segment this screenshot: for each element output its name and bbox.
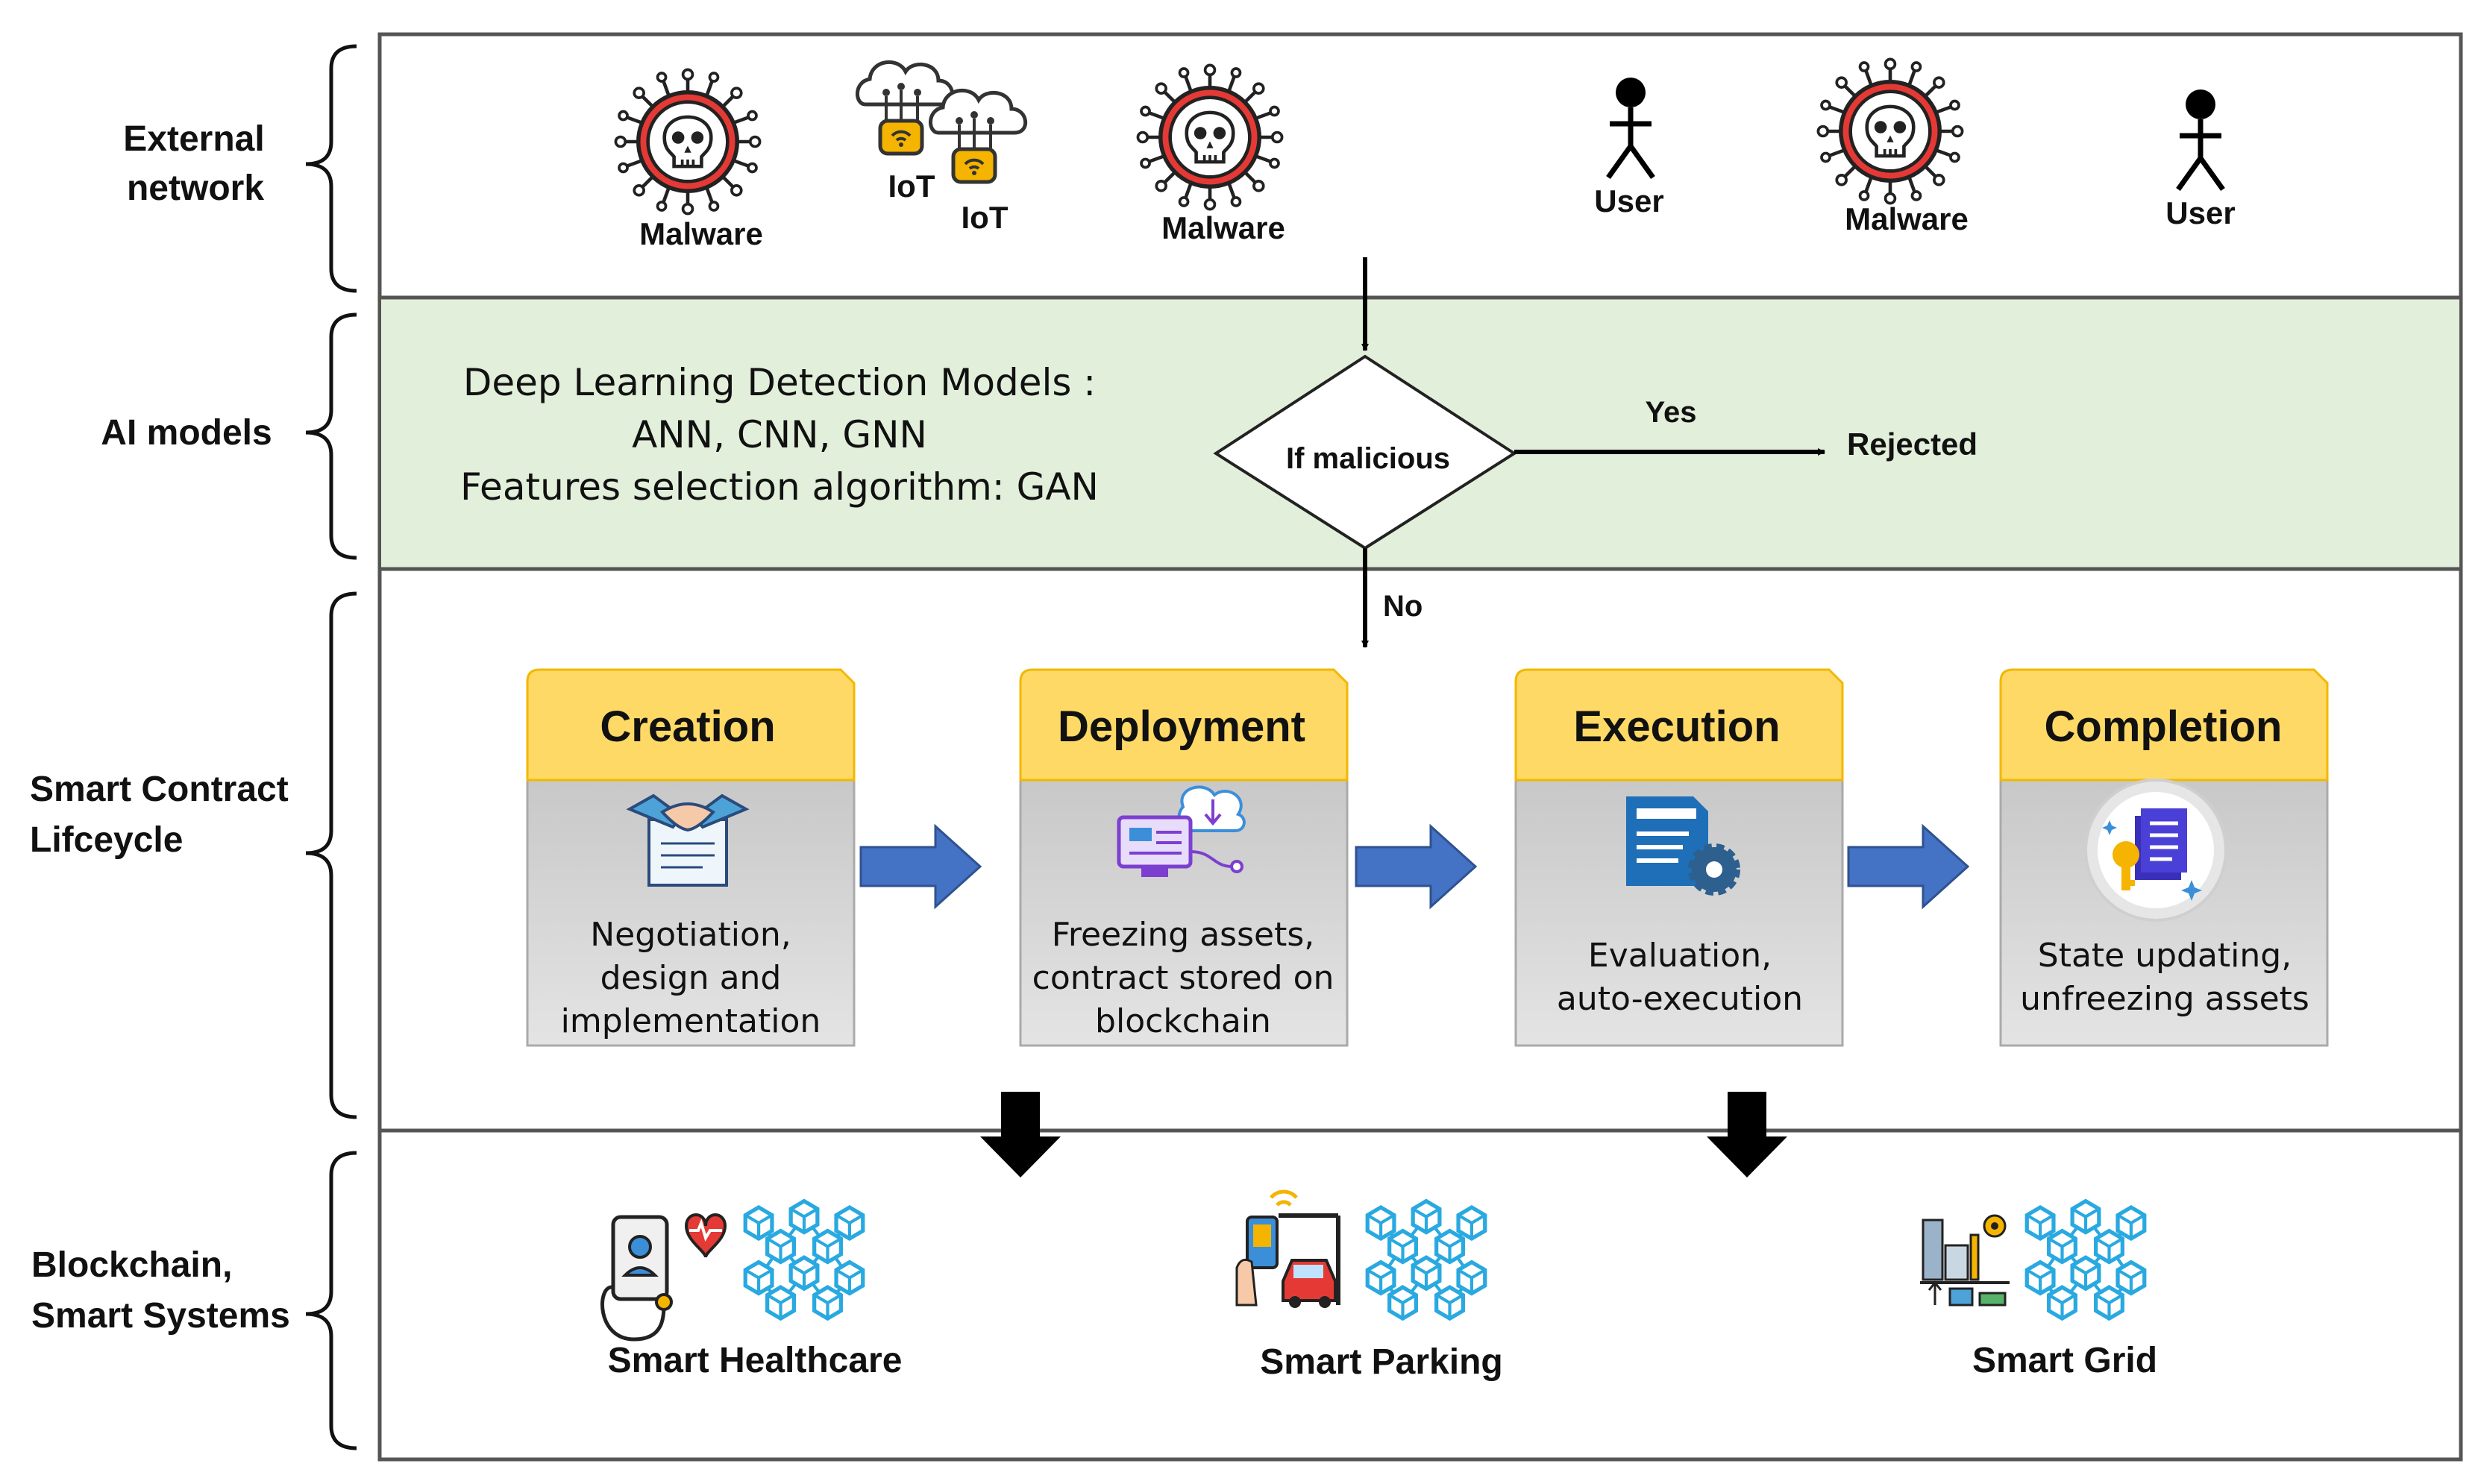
external-malware-3: Malware — [1818, 59, 1969, 236]
system-healthcare: Smart Healthcare — [600, 1201, 903, 1380]
document-key-icon — [2084, 779, 2227, 922]
system-parking-label: Smart Parking — [1260, 1342, 1502, 1382]
system-healthcare-label: Smart Healthcare — [608, 1341, 903, 1380]
external-user-2: User — [2165, 89, 2236, 230]
stage-deployment-title: Deployment — [1058, 702, 1305, 751]
grid-factory-icon — [1920, 1214, 2010, 1307]
row-braces — [305, 44, 357, 1450]
row-label-lifecycle-line1: Smart Contract — [30, 770, 289, 809]
ai-text-line1: Deep Learning Detection Models : — [463, 361, 1096, 404]
stage-creation-desc-2: design and — [600, 959, 782, 997]
stage-deployment-desc-3: blockchain — [1095, 1002, 1271, 1040]
external-user-1-label: User — [1594, 183, 1663, 218]
external-iot-2-label: IoT — [962, 200, 1009, 235]
stage-completion-title: Completion — [2045, 702, 2283, 751]
malware-virus-icon — [1138, 65, 1282, 209]
ai-text-line3: Features selection algorithm: GAN — [460, 465, 1099, 509]
brace-ai — [305, 312, 357, 560]
stage-execution-header — [1514, 668, 1844, 782]
stage-deployment: Deployment Freezing assets, contract sto… — [1019, 668, 1349, 1047]
external-user-2-label: User — [2165, 195, 2235, 230]
decision-node: If malicious — [1213, 354, 1517, 550]
healthcare-phone-icon — [600, 1213, 727, 1342]
external-iot-1: IoT — [857, 62, 952, 204]
brace-blockchain — [305, 1151, 357, 1450]
malware-virus-icon — [1818, 59, 1962, 203]
stage-execution-title: Execution — [1573, 702, 1780, 751]
cloud-computer-icon — [1117, 785, 1246, 877]
external-malware-1: Malware — [615, 69, 763, 251]
malware-virus-icon — [615, 69, 759, 213]
system-grid: Smart Grid — [1920, 1201, 2157, 1380]
stage-deployment-desc-1: Freezing assets, — [1052, 916, 1315, 954]
row-label-external-line1: External — [123, 119, 264, 159]
stage-completion-desc-1: State updating, — [2038, 937, 2292, 975]
row-label-lifecycle-line2: Lifceycle — [30, 820, 183, 860]
stage-completion: Completion State updating, unfreezing as… — [1999, 668, 2329, 1047]
stage-creation-title: Creation — [600, 702, 775, 751]
external-malware-3-label: Malware — [1845, 201, 1969, 236]
decision-label: If malicious — [1286, 442, 1450, 475]
external-iot-1-label: IoT — [888, 169, 935, 204]
external-malware-1-label: Malware — [639, 216, 763, 251]
row-label-external-line2: network — [127, 169, 264, 208]
document-gear-icon — [1626, 796, 1740, 896]
stage-execution-desc-2: auto-execution — [1557, 980, 1803, 1018]
stage-creation-header — [526, 668, 856, 782]
stage-creation: Creation Negotiation, design and impleme… — [526, 668, 856, 1047]
row-label-blockchain-line2: Smart Systems — [31, 1296, 290, 1336]
rejected-label: Rejected — [1847, 427, 1977, 462]
parking-car-icon — [1235, 1189, 1340, 1308]
stage-execution: Execution Evaluation, auto-execution — [1514, 668, 1844, 1047]
no-label: No — [1383, 590, 1423, 623]
external-user-1: User — [1594, 78, 1664, 218]
external-malware-2-label: Malware — [1161, 210, 1285, 245]
ai-text-line2: ANN, CNN, GNN — [632, 413, 927, 456]
row-label-blockchain-line1: Blockchain, — [31, 1245, 232, 1285]
stage-creation-desc-1: Negotiation, — [590, 916, 791, 954]
brace-external — [305, 44, 357, 293]
external-malware-2: Malware — [1138, 65, 1285, 245]
stage-completion-header — [1999, 668, 2329, 782]
brace-lifecycle — [305, 591, 357, 1119]
yes-label: Yes — [1646, 396, 1697, 429]
stage-creation-desc-3: implementation — [561, 1002, 821, 1040]
row-label-ai: AI models — [101, 413, 272, 453]
system-grid-label: Smart Grid — [1972, 1341, 2157, 1380]
stage-deployment-desc-2: contract stored on — [1032, 959, 1334, 997]
stage-completion-desc-2: unfreezing assets — [2020, 980, 2309, 1018]
external-iot-2: IoT — [930, 90, 1025, 235]
stage-deployment-header — [1019, 668, 1349, 782]
stage-execution-desc-1: Evaluation, — [1588, 937, 1772, 975]
handshake-contract-icon — [626, 793, 750, 887]
system-parking: Smart Parking — [1235, 1189, 1503, 1382]
